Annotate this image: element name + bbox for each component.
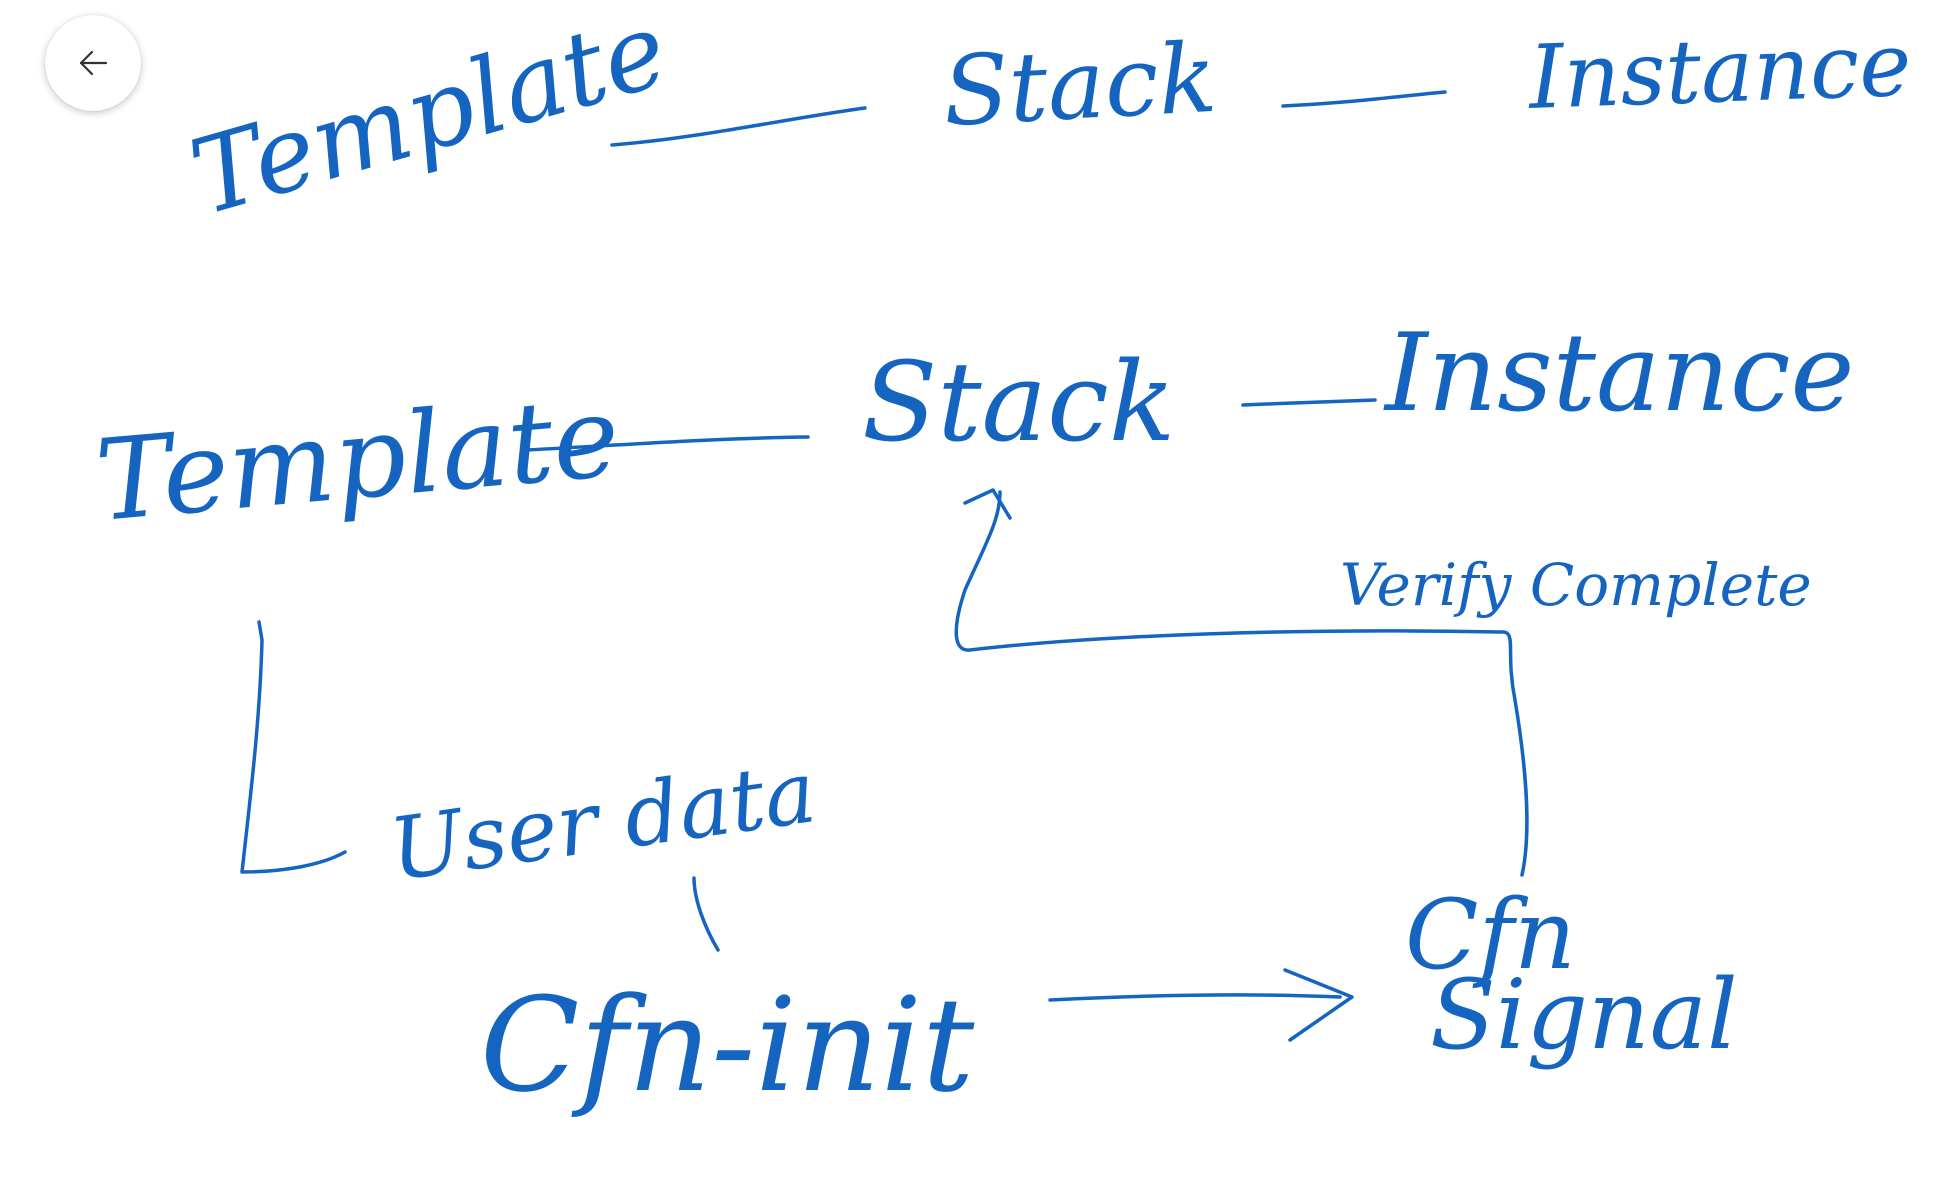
user-data-bracket: [240, 620, 347, 874]
cfn-init-to-signal-arrowhead: [1283, 968, 1354, 1042]
row2-instance: Instance: [1383, 311, 1854, 436]
verify-complete-arrowhead: [963, 488, 1012, 520]
row1-instance: Instance: [1525, 13, 1913, 129]
row2-stack: Stack: [862, 338, 1175, 466]
verify-complete-label: Verify Complete: [1340, 551, 1812, 619]
arrow-left-icon: [79, 50, 108, 76]
row1-template: Template: [178, 0, 679, 239]
user-data-connector: [692, 876, 720, 952]
row2-link-template-stack: [525, 435, 810, 452]
row1-link-template-stack: [610, 106, 867, 147]
row2-link-stack-instance: [1241, 398, 1377, 407]
row1-stack: Stack: [940, 22, 1219, 148]
cfn-init-to-signal-arrow: [1048, 993, 1342, 1002]
row2-template: Template: [91, 372, 624, 547]
signal-label: Signal: [1430, 959, 1738, 1071]
verify-complete-arrow: [954, 490, 1529, 877]
back-button[interactable]: [45, 15, 141, 111]
cfn-init-label: Cfn-init: [480, 969, 975, 1121]
cfn-label: Cfn: [1405, 879, 1576, 991]
row1-link-stack-instance: [1281, 90, 1447, 108]
user-data-label: User data: [384, 742, 822, 901]
